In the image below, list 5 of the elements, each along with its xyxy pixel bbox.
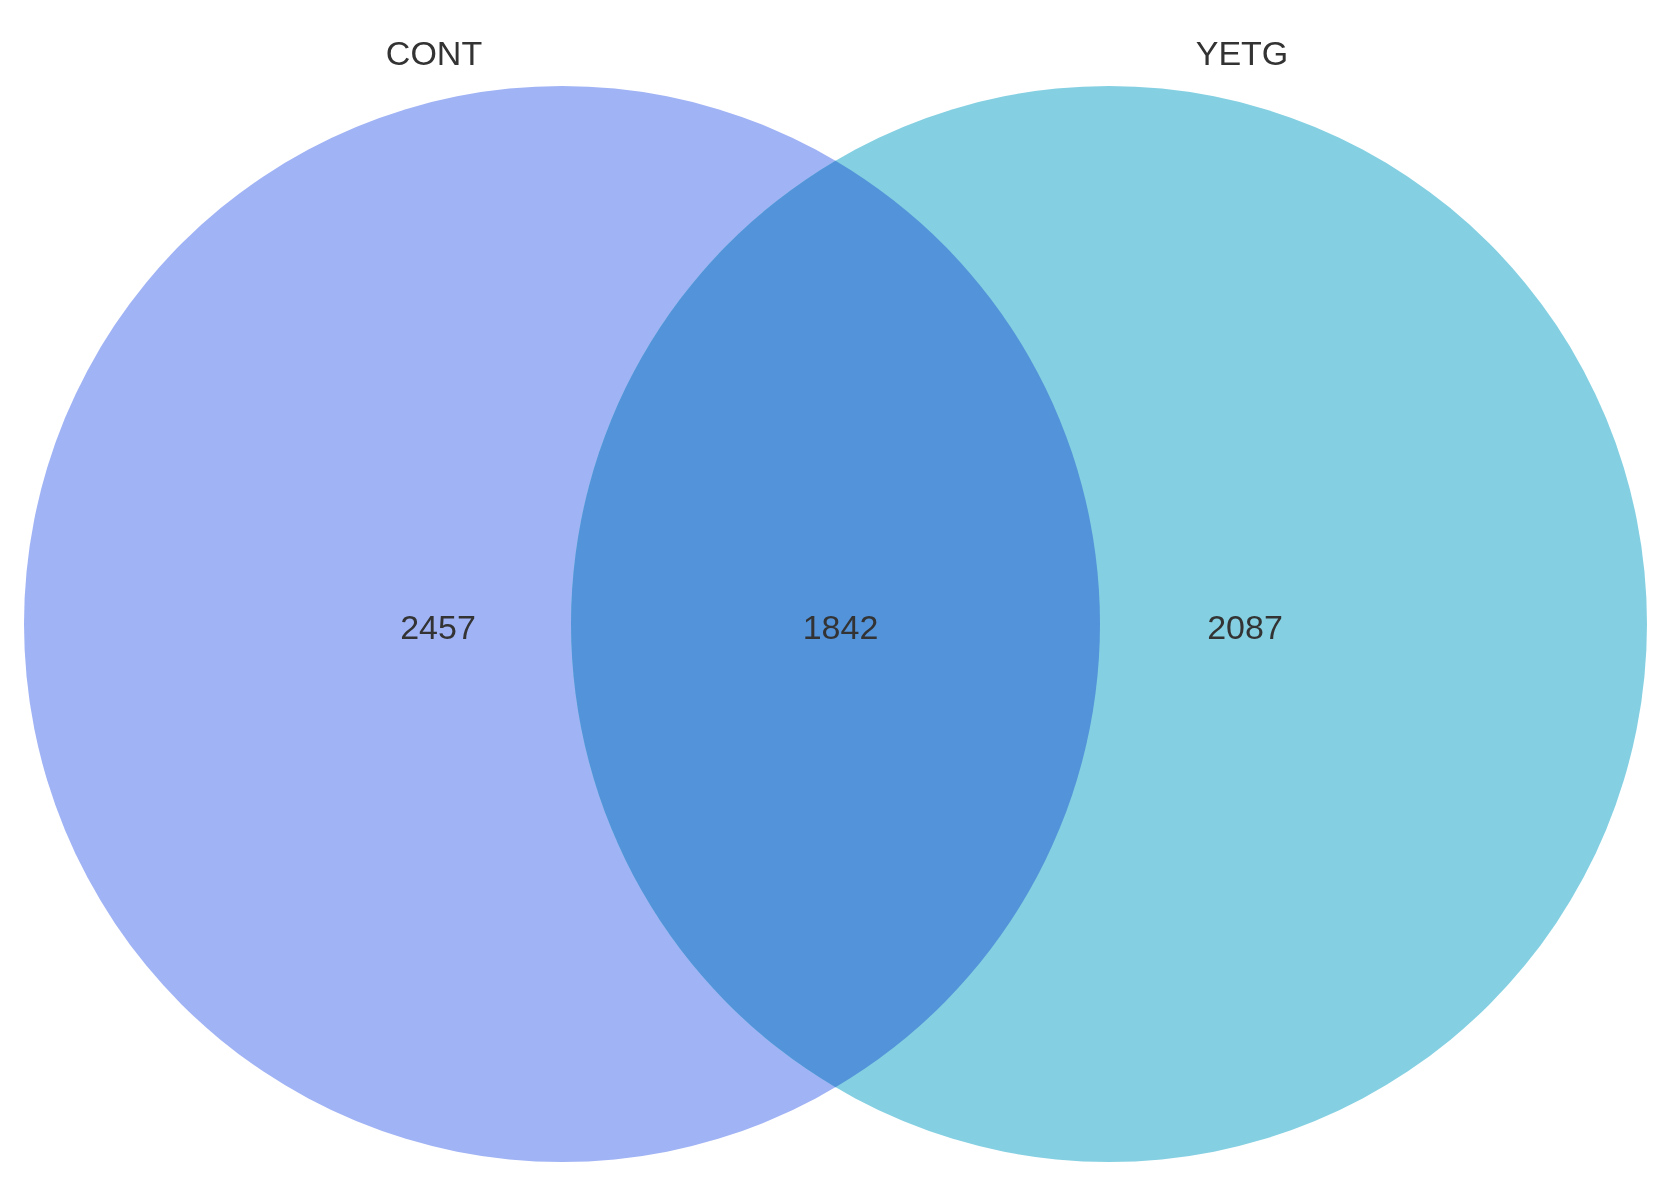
- count-label: 2457: [400, 607, 476, 647]
- count-label: 2087: [1207, 607, 1283, 647]
- set-title: YETG: [1195, 33, 1289, 73]
- set-title: CONT: [385, 33, 483, 73]
- count-label: 1842: [802, 607, 879, 647]
